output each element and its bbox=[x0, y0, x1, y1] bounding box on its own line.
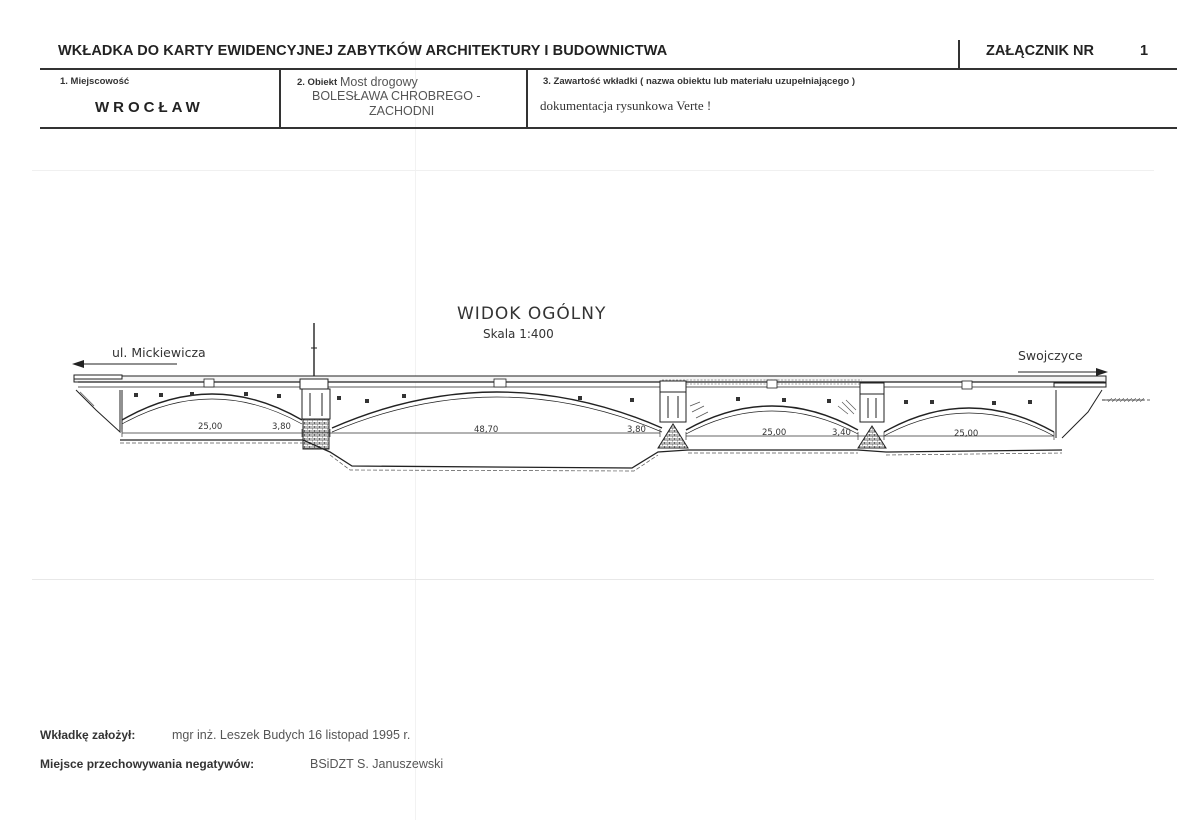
bridge-deck bbox=[73, 374, 1107, 395]
content-value: dokumentacja rysunkowa Verte ! bbox=[540, 98, 712, 113]
pier-3 bbox=[857, 393, 887, 449]
creator-value: mgr inż. Leszek Budych 16 listopad 1995 … bbox=[172, 728, 411, 742]
right-direction-label: Swojczyce bbox=[1018, 348, 1083, 363]
bridge-span-2 bbox=[331, 391, 663, 433]
spandrel-ornaments bbox=[134, 392, 1032, 405]
drawing-title: WIDOK OGÓLNY bbox=[457, 302, 606, 324]
bridge-elevation-svg: WIDOK OGÓLNY Skala 1:400 ul. Mickiewicza… bbox=[72, 302, 1152, 472]
drawing-frame bbox=[32, 170, 1154, 580]
dimension-label: 3,40 bbox=[832, 428, 851, 438]
bridge-span-1 bbox=[121, 390, 303, 432]
left-arrow-icon bbox=[72, 360, 177, 368]
document-title: WKŁADKA DO KARTY EWIDENCYJNEJ ZABYTKÓW A… bbox=[58, 43, 668, 59]
locality-label: 1. Miejscowość bbox=[60, 76, 130, 87]
dimension-label: 48,70 bbox=[474, 425, 498, 435]
header-rule-bottom bbox=[40, 127, 1177, 129]
bridge-span-4 bbox=[883, 407, 1055, 437]
dimension-label: 25,00 bbox=[954, 429, 978, 439]
pier-2 bbox=[657, 391, 689, 449]
field-divider-1 bbox=[279, 70, 281, 127]
creator-label: Wkładkę założył: bbox=[40, 728, 136, 742]
object-line-3: ZACHODNI bbox=[369, 104, 435, 118]
dimension-label: 25,00 bbox=[198, 422, 222, 432]
locality-value: WROCŁAW bbox=[95, 99, 204, 116]
riverbed-profile bbox=[120, 398, 1144, 472]
dimension-label: 3,80 bbox=[272, 422, 291, 432]
dimension-label: 25,00 bbox=[762, 428, 786, 438]
hatch-marks bbox=[689, 399, 857, 419]
annex-label: ZAŁĄCZNIK NR bbox=[986, 43, 1094, 59]
dimension-label: 3,80 bbox=[627, 425, 646, 435]
header-rule-top bbox=[40, 68, 1177, 70]
negatives-value: BSiDZT S. Januszewski bbox=[310, 757, 444, 771]
abutment-left bbox=[75, 389, 121, 434]
object-line-2: BOLESŁAWA CHROBREGO - bbox=[312, 89, 481, 103]
scan-artifact bbox=[415, 40, 416, 820]
object-line-1: Most drogowy bbox=[340, 75, 418, 89]
abutment-right bbox=[1055, 389, 1152, 439]
bridge-span-3 bbox=[685, 405, 859, 435]
right-arrow-icon bbox=[1018, 368, 1108, 376]
header-separator bbox=[958, 40, 960, 70]
content-label: 3. Zawartość wkładki ( nazwa obiektu lub… bbox=[543, 76, 855, 87]
object-label: 2. Obiekt bbox=[297, 77, 338, 88]
dimension-lines bbox=[121, 429, 1055, 440]
left-direction-label: ul. Mickiewicza bbox=[112, 345, 206, 360]
negatives-label: Miejsce przechowywania negatywów: bbox=[40, 757, 255, 771]
annex-number: 1 bbox=[1140, 43, 1149, 59]
field-divider-2 bbox=[526, 70, 528, 127]
pier-1 bbox=[301, 388, 331, 450]
bridge-elevation-drawing: WIDOK OGÓLNY Skala 1:400 ul. Mickiewicza… bbox=[32, 170, 1154, 578]
lamp-mast-icon bbox=[311, 323, 317, 382]
drawing-scale: Skala 1:400 bbox=[483, 327, 554, 341]
